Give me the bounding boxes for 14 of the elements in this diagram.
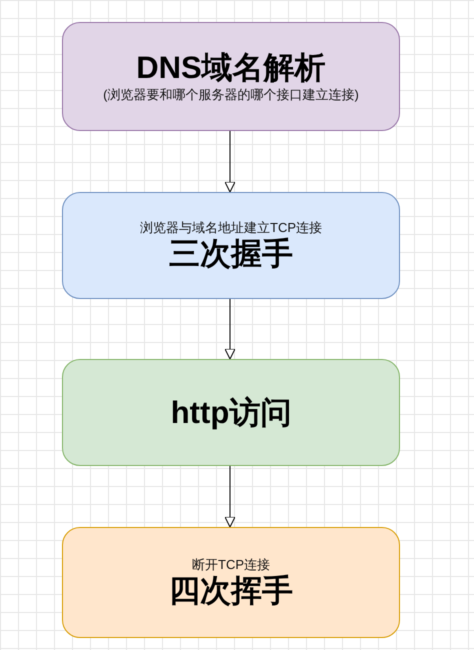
step-description: 浏览器与域名地址建立TCP连接 xyxy=(140,219,322,236)
arrow xyxy=(224,298,236,360)
step-title: http访问 xyxy=(170,394,292,430)
step-description: (浏览器要和哪个服务器的哪个接口建立连接) xyxy=(103,86,359,103)
step-title: 四次挥手 xyxy=(169,573,293,609)
step-title: DNS域名解析 xyxy=(136,50,326,86)
process-box xyxy=(62,22,400,131)
step-description: 断开TCP连接 xyxy=(192,556,270,573)
process-box xyxy=(62,527,400,638)
process-box xyxy=(62,359,400,466)
process-box xyxy=(62,192,400,299)
step-title: 三次握手 xyxy=(169,236,293,272)
arrow xyxy=(224,466,236,528)
arrow xyxy=(224,130,236,192)
